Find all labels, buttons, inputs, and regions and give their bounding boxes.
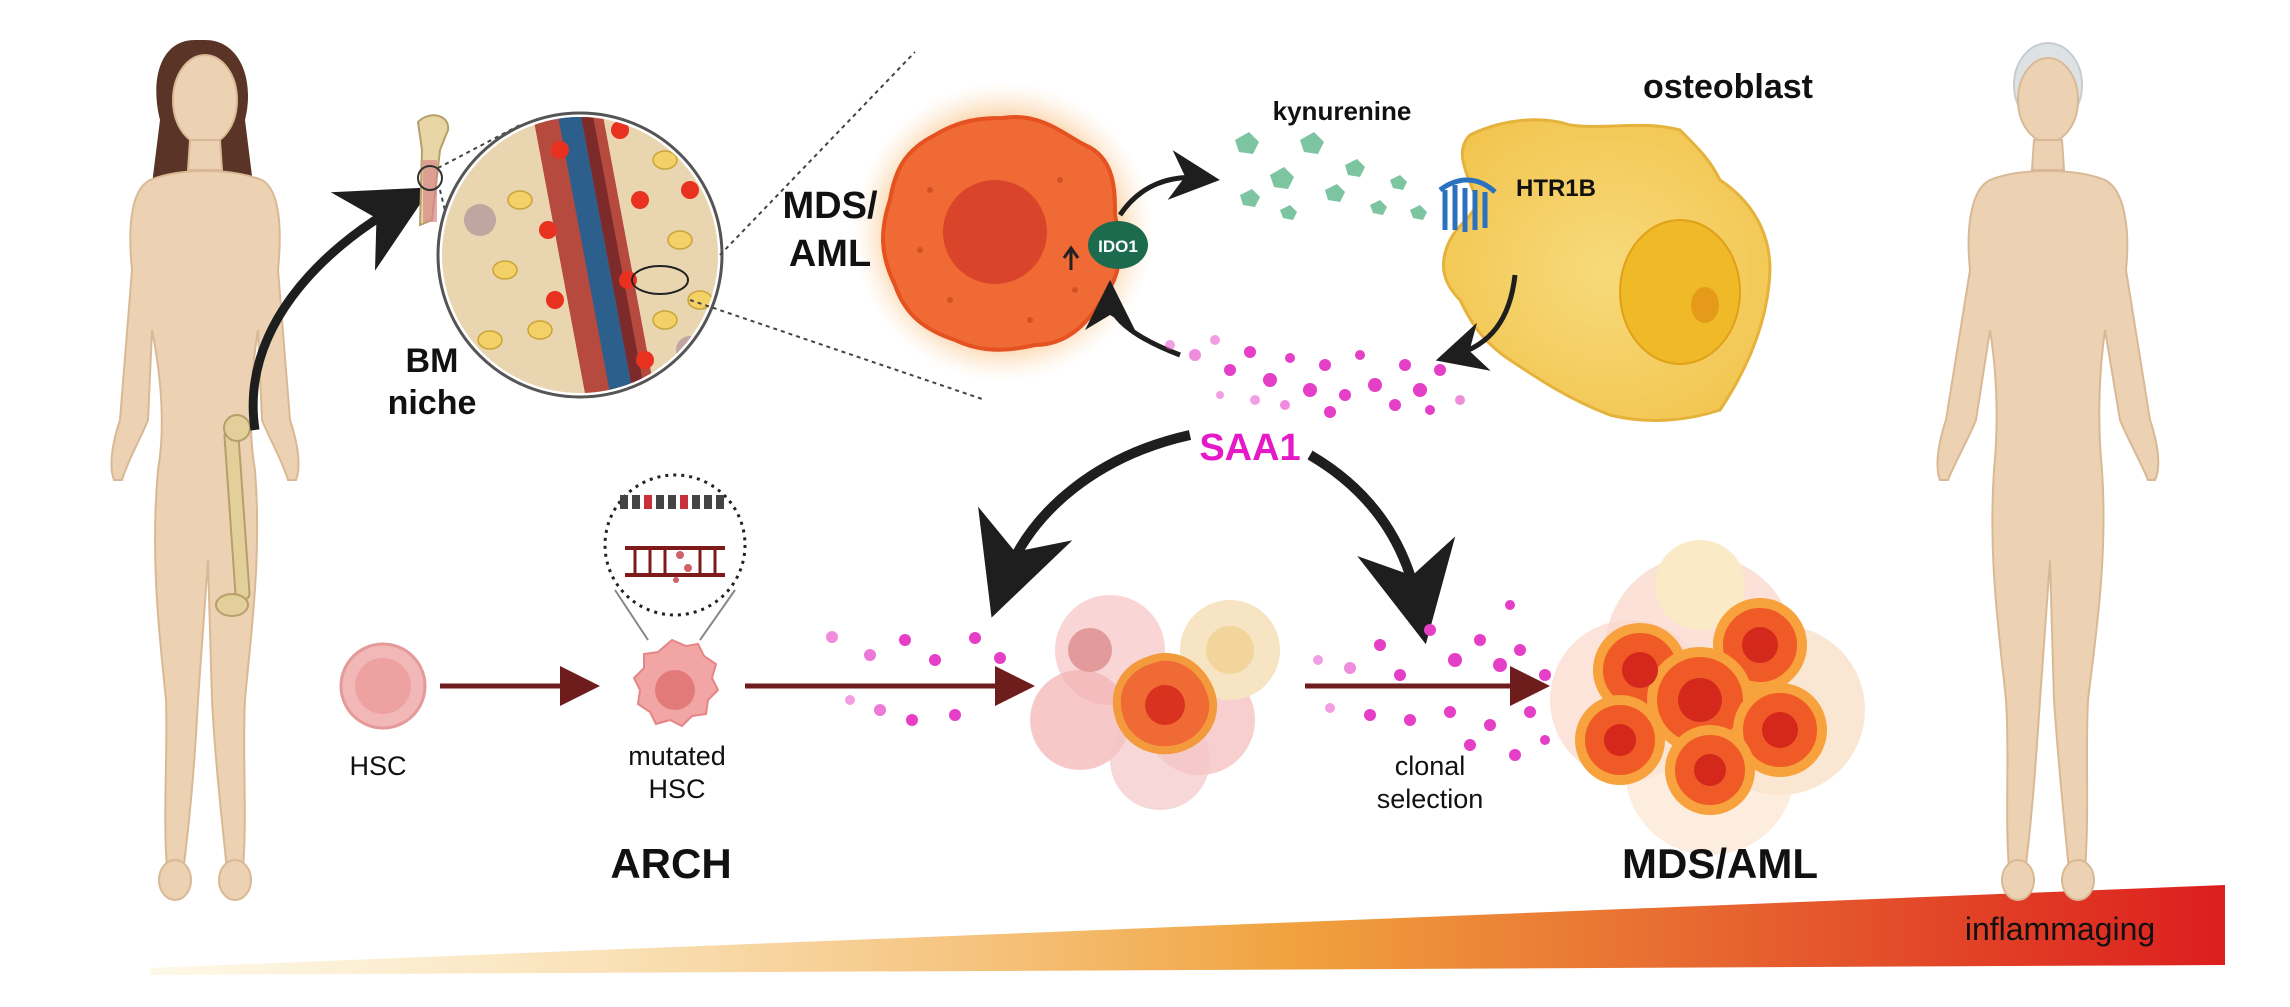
arrow-saa1-to-mds <box>1307 450 1456 645</box>
hsc-label: HSC <box>349 751 406 781</box>
femur-bone-icon <box>215 414 251 617</box>
inflammaging-label: inflammaging <box>1965 911 2155 947</box>
arch-clone-cluster <box>1030 595 1280 810</box>
arrow-osteoblast-to-saa1 <box>1435 274 1518 371</box>
clonal-selection-label-line2: selection <box>1377 784 1484 814</box>
saa1-dots-middle <box>826 631 1006 726</box>
bm-niche-magnified-view <box>436 111 724 399</box>
clonal-selection-label-line1: clonal <box>1395 751 1466 781</box>
mutated-hsc-cell <box>632 638 720 728</box>
mds-aml-top-label-line1: MDS/ <box>783 185 878 227</box>
hsc-cell <box>339 642 427 730</box>
older-woman-figure <box>1936 42 2160 901</box>
ido1-enzyme <box>1062 221 1148 270</box>
htr1b-label: HTR1B <box>1516 175 1596 202</box>
bm-niche-label-line1: BM <box>406 342 459 380</box>
arrow-to-kynurenine <box>1117 150 1220 217</box>
saa1-dots-top <box>1165 335 1465 418</box>
zoom-line <box>719 51 916 256</box>
mutated-hsc-label-line2: HSC <box>648 774 705 804</box>
osteoblast-label: osteoblast <box>1643 68 1813 106</box>
bm-niche-label-line2: niche <box>388 384 477 422</box>
inflammaging-gradient-bar <box>150 885 2225 975</box>
osteoblast-cell <box>1441 118 1772 422</box>
htr1b-receptor-icon <box>1438 177 1497 232</box>
dna-mutation-magnified <box>603 473 747 641</box>
saa1-label: SAA1 <box>1199 427 1300 469</box>
zoom-line <box>689 299 986 401</box>
arrow-saa1-to-arch <box>978 430 1192 618</box>
kynurenine-molecules <box>1235 132 1427 220</box>
mds-aml-top-label-line2: AML <box>789 233 871 275</box>
bone-icon <box>416 114 450 227</box>
arch-label: ARCH <box>610 840 731 887</box>
arrow-leg-to-bone <box>248 187 432 431</box>
ido1-label: IDO1 <box>1098 237 1138 256</box>
kynurenine-label: kynurenine <box>1273 96 1412 126</box>
saa1-dots-right <box>1313 600 1551 761</box>
young-woman-figure <box>110 40 300 901</box>
mds-aml-bottom-label: MDS/AML <box>1622 840 1818 887</box>
arrow-saa1-to-cell <box>1085 280 1181 358</box>
mds-aml-tumor-cluster <box>1550 540 1865 855</box>
mds-aml-cell <box>853 82 1153 382</box>
mutated-hsc-label-line1: mutated <box>628 741 726 771</box>
